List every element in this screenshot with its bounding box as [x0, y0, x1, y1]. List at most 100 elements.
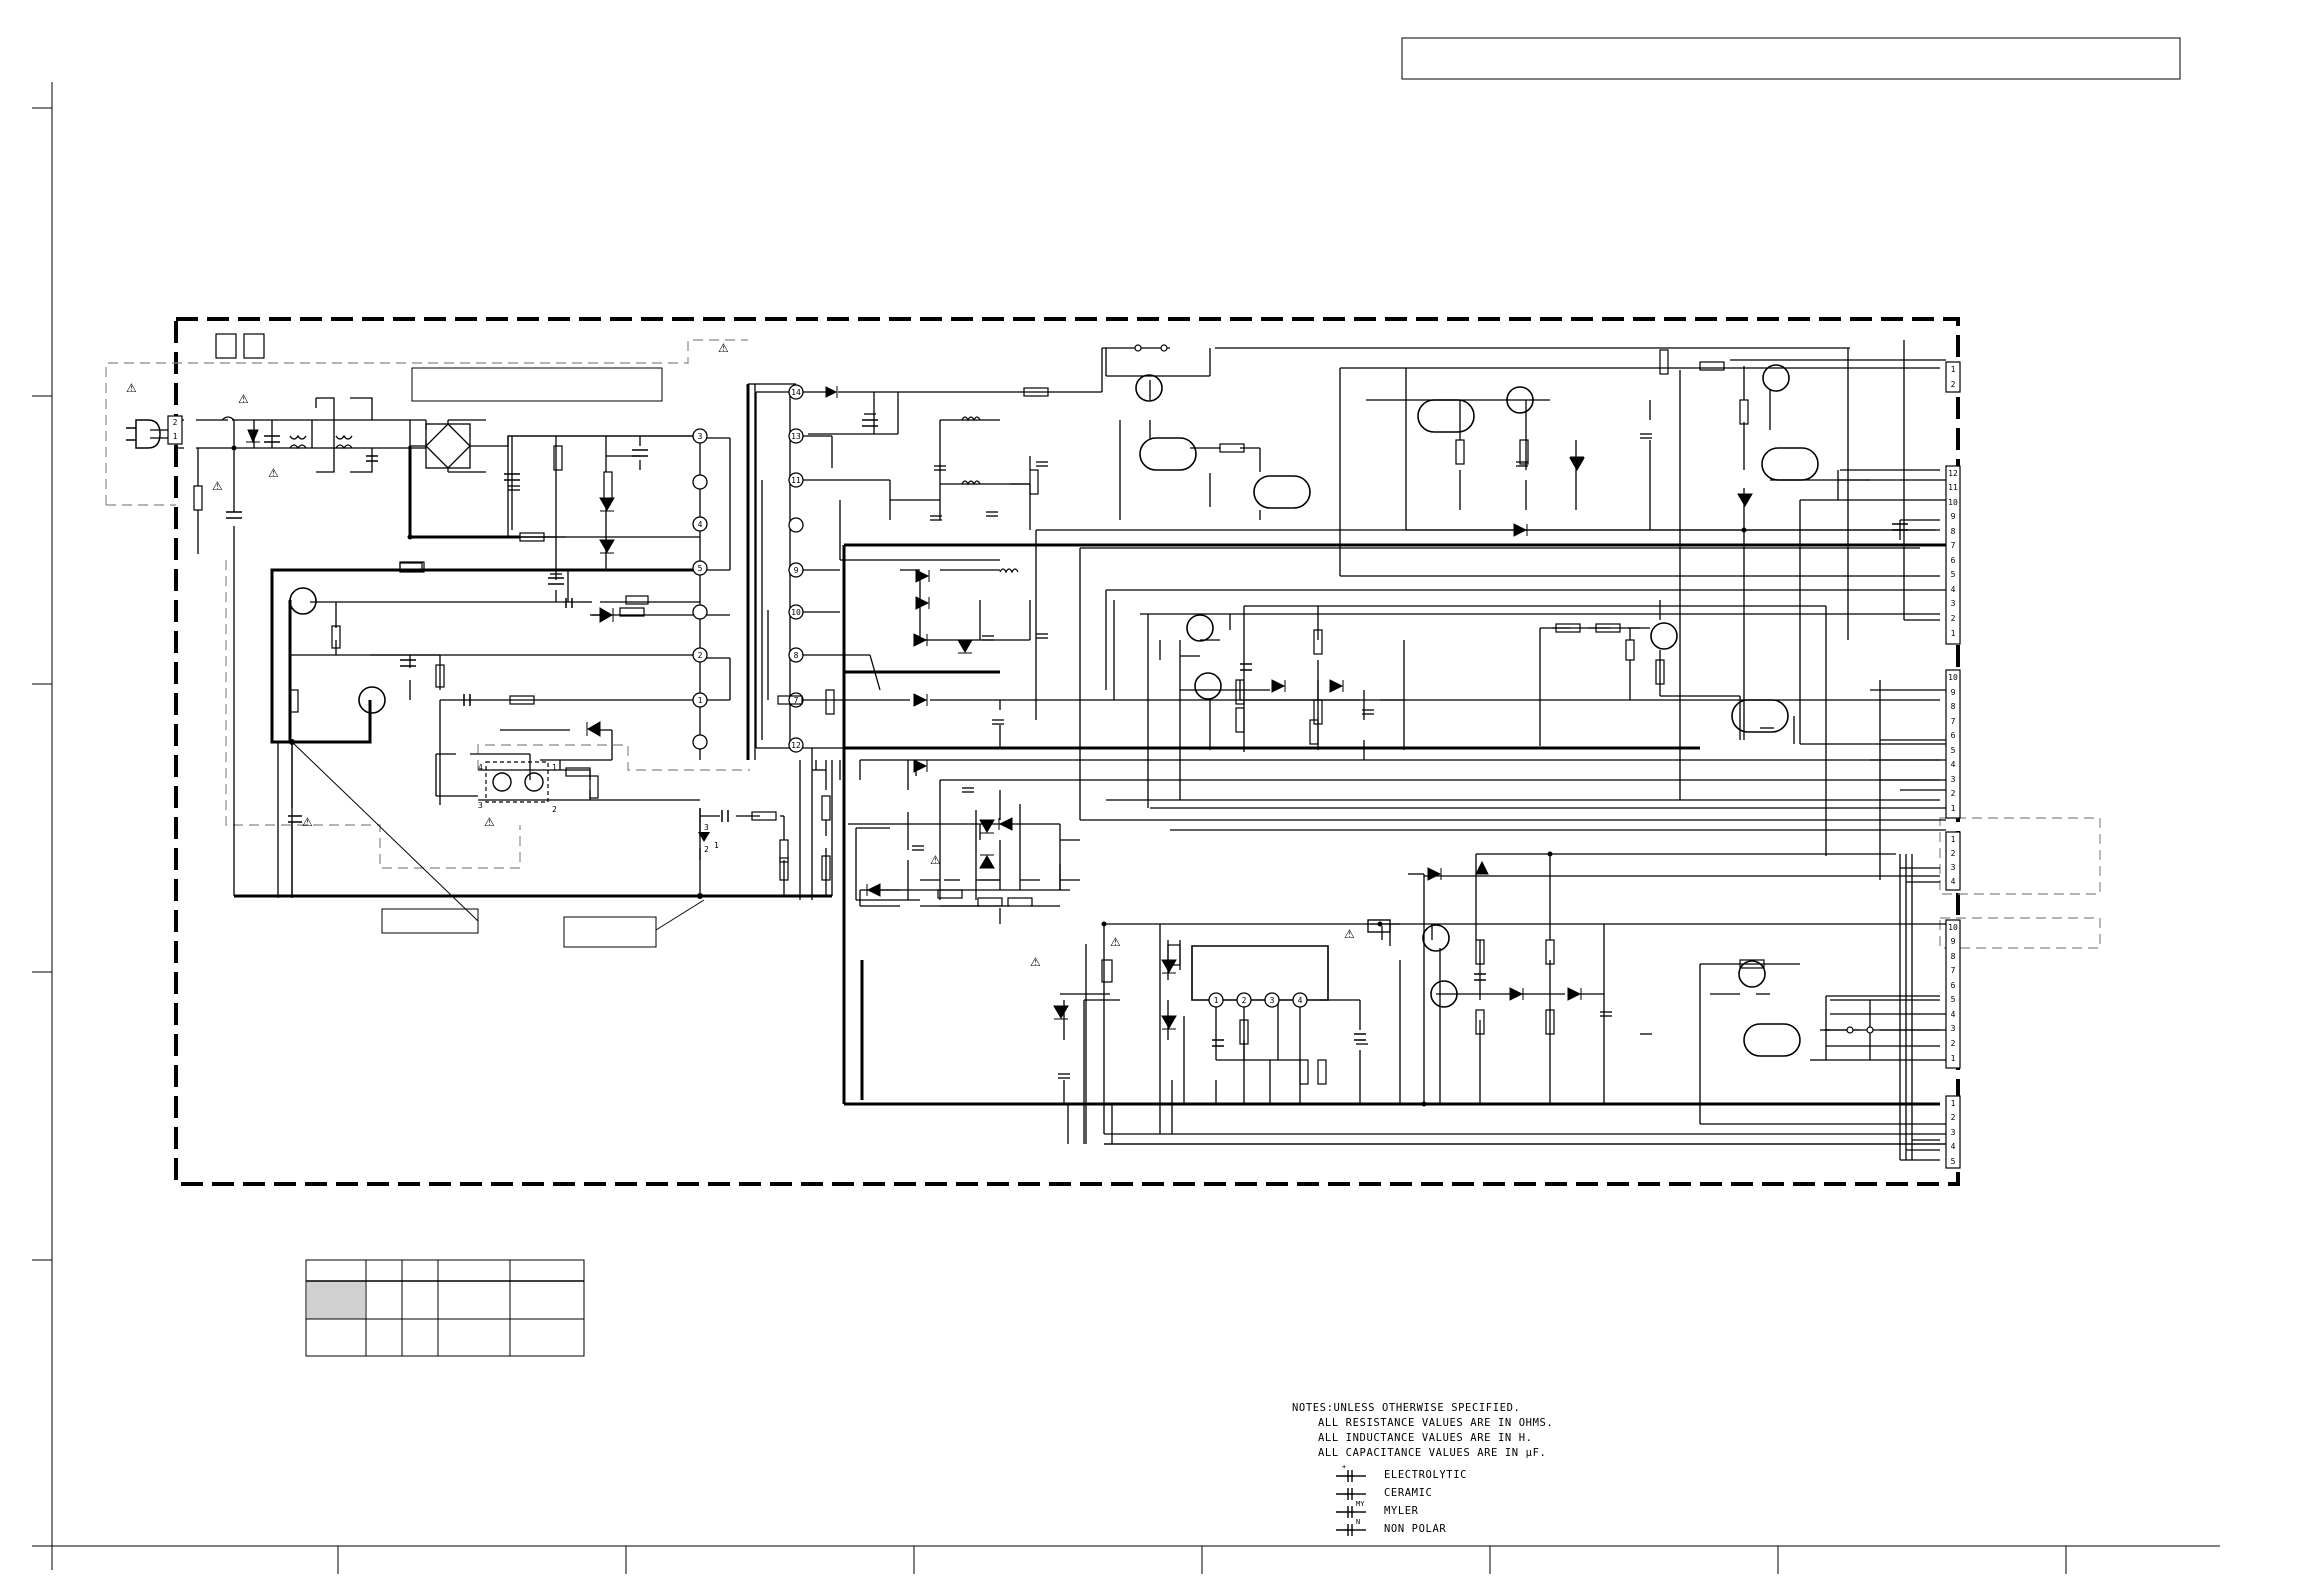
cn-d-pin: 4 [1951, 877, 1956, 886]
cn-b-pin: 10 [1948, 498, 1958, 507]
cn-e-pin: 7 [1951, 966, 1956, 975]
wiring [150, 340, 1960, 1161]
cn-c-pin: 4 [1951, 760, 1956, 769]
transformer-primary-pins [692, 428, 708, 750]
transformer-pin-labels: 3 4 5 2 1 14 13 11 9 10 8 7 12 [698, 388, 801, 750]
cn-c-pin: 1 [1951, 804, 1956, 813]
notes-heading: NOTES:UNLESS OTHERWISE SPECIFIED. [1292, 1402, 1521, 1414]
svg-text:14: 14 [791, 388, 801, 397]
cn-c-pin: 3 [1951, 775, 1956, 784]
warning-icon: ⚠ [484, 815, 495, 829]
svg-text:3: 3 [704, 823, 709, 832]
board-outline [174, 317, 1960, 1186]
diodes [246, 386, 1753, 1030]
cn-e-pin: 3 [1951, 1024, 1956, 1033]
cn-c-pin: 9 [1951, 688, 1956, 697]
mosfet [289, 587, 317, 615]
warning-icon: ⚠ [126, 381, 137, 395]
ac-plug-icon [126, 419, 161, 449]
regulator-ic: 1 2 3 4 [1191, 945, 1329, 1008]
svg-text:+: + [1342, 1463, 1346, 1471]
svg-text:11: 11 [791, 476, 801, 485]
notes-line: ALL RESISTANCE VALUES ARE IN OHMS. [1318, 1417, 1554, 1429]
cn-b-pin: 11 [1948, 483, 1958, 492]
transistor [1135, 374, 1163, 402]
cn-d-pin: 3 [1951, 863, 1956, 872]
svg-text:13: 13 [791, 432, 801, 441]
cn-a-pin: 1 [1951, 365, 1956, 374]
sheet-frame [32, 82, 2220, 1574]
digital-transistors [1139, 399, 1819, 1057]
cn-b-pin: 1 [1951, 629, 1956, 638]
transistors [289, 364, 1790, 1008]
ic-pin: 2 [1242, 996, 1247, 1005]
photocoupler: 4 1 3 2 [478, 761, 557, 814]
shunt-regulator: 3 2 1 [698, 823, 719, 854]
cn-c-pin: 8 [1951, 702, 1956, 711]
cn-e-pin: 4 [1951, 1010, 1956, 1019]
cn-b-pin: 8 [1951, 527, 1956, 536]
cn-f-pin: 4 [1951, 1142, 1956, 1151]
warning-icon: ⚠ [238, 392, 249, 406]
transistor [1430, 980, 1458, 1008]
switches [1134, 344, 1874, 1034]
svg-text:MY: MY [1356, 1500, 1365, 1508]
pc-pin: 4 [478, 763, 483, 772]
warning-icon: ⚠ [1030, 955, 1041, 969]
cn-e-pin: 10 [1948, 923, 1958, 932]
connector-pin-labels: 2 1 1 2 12 11 10 9 8 7 6 5 4 3 2 1 10 9 … [173, 365, 1958, 1166]
warning-icons: ⚠ ⚠ ⚠ ⚠ ⚠ ⚠ ⚠ ⚠ ⚠ ⚠ ⚠ [126, 341, 1355, 969]
cn-e-pin: 1 [1951, 1054, 1956, 1063]
cn-c-pin: 5 [1951, 746, 1956, 755]
transistor [358, 686, 386, 714]
warning-icon: ⚠ [718, 341, 729, 355]
legend-label: MYLER [1384, 1505, 1419, 1517]
warning-icon: ⚠ [1110, 935, 1121, 949]
transistor [1762, 364, 1790, 392]
warning-icon: ⚠ [930, 853, 941, 867]
warning-icon: ⚠ [268, 466, 279, 480]
cn-b-pin: 3 [1951, 599, 1956, 608]
cn-c-pin: 6 [1951, 731, 1956, 740]
cn-e-pin: 8 [1951, 952, 1956, 961]
cn-b-pin: 7 [1951, 541, 1956, 550]
svg-text:8: 8 [794, 651, 799, 660]
cn-b-pin: 12 [1948, 469, 1958, 478]
callouts [291, 741, 705, 948]
revision-table [305, 1259, 585, 1357]
svg-text:3: 3 [698, 432, 703, 441]
pc-pin: 1 [552, 763, 557, 772]
title-block [1401, 37, 2181, 80]
cn-ac-pin: 1 [173, 432, 178, 441]
pc-pin: 2 [552, 805, 557, 814]
cn-e-pin: 9 [1951, 937, 1956, 946]
cn-b-pin: 6 [1951, 556, 1956, 565]
cn-f-pin: 2 [1951, 1113, 1956, 1122]
legend-label: CERAMIC [1384, 1487, 1433, 1499]
svg-text:9: 9 [794, 566, 799, 575]
cn-d-pin: 2 [1951, 849, 1956, 858]
svg-text:1: 1 [698, 696, 703, 705]
ic-pin: 1 [1214, 996, 1219, 1005]
cn-f-pin: 3 [1951, 1128, 1956, 1137]
svg-text:2: 2 [704, 845, 709, 854]
ic-pin: 3 [1270, 996, 1275, 1005]
svg-text:N: N [1356, 1518, 1360, 1526]
capacitors [226, 419, 1908, 1047]
inductors [289, 416, 1019, 574]
svg-text:10: 10 [791, 608, 801, 617]
cn-b-pin: 5 [1951, 570, 1956, 579]
warning-icon: ⚠ [212, 479, 223, 493]
pc-pin: 3 [478, 801, 483, 810]
warning-icon: ⚠ [302, 815, 313, 829]
connectors-graphics [167, 361, 1961, 1169]
warning-icon: ⚠ [1344, 927, 1355, 941]
cn-e-pin: 6 [1951, 981, 1956, 990]
cn-b-pin: 4 [1951, 585, 1956, 594]
notes-line: ALL INDUCTANCE VALUES ARE IN H. [1318, 1432, 1533, 1444]
legend-label: ELECTROLYTIC [1384, 1469, 1468, 1481]
transistor [1186, 614, 1214, 642]
legend-marks: + MY N [1342, 1463, 1365, 1526]
board-label-box [215, 333, 237, 359]
